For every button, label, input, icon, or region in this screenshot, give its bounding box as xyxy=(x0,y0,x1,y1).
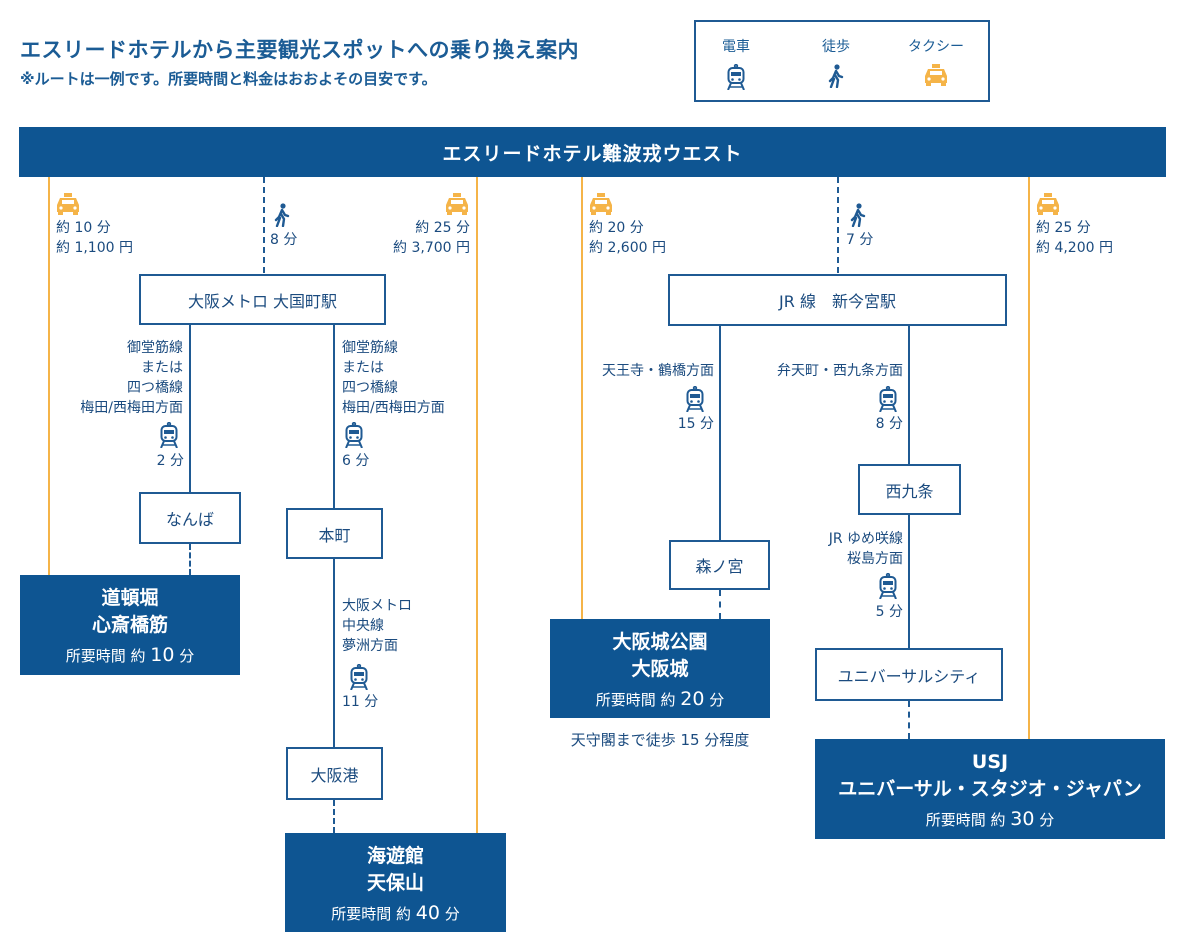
ride-line-universal-city: JR ゆめ咲線 桜島方面 xyxy=(828,531,903,567)
page-title: エスリードホテルから主要観光スポットへの乗り換え案内 xyxy=(20,38,579,62)
station-nishikujo: 西九条 xyxy=(858,464,961,515)
station-daikokucho: 大阪メトロ 大国町駅 xyxy=(139,274,386,325)
ride-time-morinomiya: 15 分 xyxy=(677,416,714,432)
train-icon xyxy=(350,663,368,694)
walk-line-dotonbori xyxy=(189,544,191,575)
taxi-icon xyxy=(896,64,976,90)
taxi-fare-dotonbori: 約 1,100 円 xyxy=(56,240,133,256)
train-line-morinomiya xyxy=(719,325,721,540)
ride-time-universal-city: 5 分 xyxy=(875,604,903,620)
walk-time-shinimamiya: 7 分 xyxy=(846,232,874,248)
walk-icon xyxy=(796,64,876,92)
destination-name: 天保山 xyxy=(366,872,424,894)
legend-train-label: 電車 xyxy=(722,39,750,55)
destination-name: ユニバーサル・スタジオ・ジャパン xyxy=(838,778,1142,800)
walk-icon xyxy=(850,203,866,231)
taxi-line-osakajo xyxy=(581,177,583,619)
legend: 電車 徒歩 タクシー xyxy=(694,20,990,102)
walk-time-daikokucho: 8 分 xyxy=(270,232,298,248)
destination-dotonbori: 道頓堀 心斎橋筋 所要時間 約 10 分 xyxy=(20,575,240,675)
taxi-time-usj: 約 25 分 xyxy=(1036,220,1091,236)
walk-line-shinimamiya xyxy=(837,177,839,273)
station-morinomiya: 森ノ宮 xyxy=(669,540,770,590)
train-line-universal-city xyxy=(908,515,910,648)
train-line-osakako xyxy=(333,559,335,747)
taxi-line-kaiyukan xyxy=(476,177,478,833)
destination-kaiyukan: 海遊館 天保山 所要時間 約 40 分 xyxy=(285,833,506,932)
ride-time-namba: 2 分 xyxy=(156,453,184,469)
legend-walk-label: 徒歩 xyxy=(822,39,850,55)
walk-line-daikokucho xyxy=(263,177,265,273)
destination-name: 大阪城 xyxy=(631,658,689,680)
taxi-icon xyxy=(1035,193,1061,219)
taxi-fare-osakajo: 約 2,600 円 xyxy=(589,240,666,256)
destination-usj: USJ ユニバーサル・スタジオ・ジャパン 所要時間 約 30 分 xyxy=(815,739,1165,839)
destination-name: 心斎橋筋 xyxy=(91,614,168,636)
train-line-namba xyxy=(189,324,191,492)
page-subtitle: ※ルートは一例です。所要時間と料金はおおよその目安です。 xyxy=(20,70,437,88)
taxi-time-kaiyukan: 約 25 分 xyxy=(415,220,470,236)
taxi-time-osakajo: 約 20 分 xyxy=(589,220,644,236)
walk-icon xyxy=(274,203,290,231)
osakajo-walk-note: 天守閣まで徒歩 15 分程度 xyxy=(570,731,750,749)
train-line-honmachi xyxy=(333,324,335,508)
walk-line-usj xyxy=(908,701,910,739)
train-icon xyxy=(696,63,776,94)
taxi-line-usj xyxy=(1028,177,1030,739)
destination-name: USJ xyxy=(971,751,1009,773)
train-icon xyxy=(879,572,897,603)
ride-time-osakako: 11 分 xyxy=(342,694,379,710)
destination-time: 所要時間 約 40 分 xyxy=(331,902,460,924)
train-icon xyxy=(160,421,178,452)
station-honmachi: 本町 xyxy=(286,508,383,559)
station-osakako: 大阪港 xyxy=(286,747,383,800)
train-icon xyxy=(686,385,704,416)
walk-line-osakajo xyxy=(719,590,721,619)
destination-osakajo: 大阪城公園 大阪城 所要時間 約 20 分 xyxy=(550,619,770,718)
ride-line-morinomiya: 天王寺・鶴橋方面 xyxy=(602,363,714,379)
taxi-fare-usj: 約 4,200 円 xyxy=(1036,240,1113,256)
destination-name: 大阪城公園 xyxy=(612,631,708,653)
destination-time: 所要時間 約 20 分 xyxy=(595,688,725,710)
destination-name: 海遊館 xyxy=(366,845,424,867)
station-universal-city: ユニバーサルシティ xyxy=(815,648,1003,701)
destination-time: 所要時間 約 10 分 xyxy=(65,644,195,666)
taxi-icon xyxy=(588,193,614,219)
ride-line-namba: 御堂筋線 または 四つ橋線 梅田/西梅田方面 xyxy=(80,340,183,416)
train-icon xyxy=(879,385,897,416)
ride-time-honmachi: 6 分 xyxy=(342,453,370,469)
station-namba: なんば xyxy=(139,492,241,544)
ride-line-honmachi: 御堂筋線 または 四つ橋線 梅田/西梅田方面 xyxy=(342,340,445,416)
taxi-icon xyxy=(444,193,470,219)
station-shinimamiya: JR 線 新今宮駅 xyxy=(668,274,1007,326)
taxi-fare-kaiyukan: 約 3,700 円 xyxy=(393,240,470,256)
taxi-line-dotonbori xyxy=(48,177,50,575)
ride-line-nishikujo: 弁天町・西九条方面 xyxy=(777,363,903,379)
ride-line-osakako: 大阪メトロ 中央線 夢洲方面 xyxy=(342,598,412,654)
taxi-time-dotonbori: 約 10 分 xyxy=(56,220,111,236)
destination-name: 道頓堀 xyxy=(101,587,159,609)
destination-time: 所要時間 約 30 分 xyxy=(925,808,1055,830)
taxi-icon xyxy=(55,193,81,219)
ride-time-nishikujo: 8 分 xyxy=(875,416,903,432)
walk-line-kaiyukan xyxy=(333,800,335,833)
train-line-nishikujo xyxy=(908,325,910,464)
legend-taxi-label: タクシー xyxy=(908,39,964,55)
hotel-bar: エスリードホテル難波戎ウエスト xyxy=(19,127,1166,177)
train-icon xyxy=(345,421,363,452)
